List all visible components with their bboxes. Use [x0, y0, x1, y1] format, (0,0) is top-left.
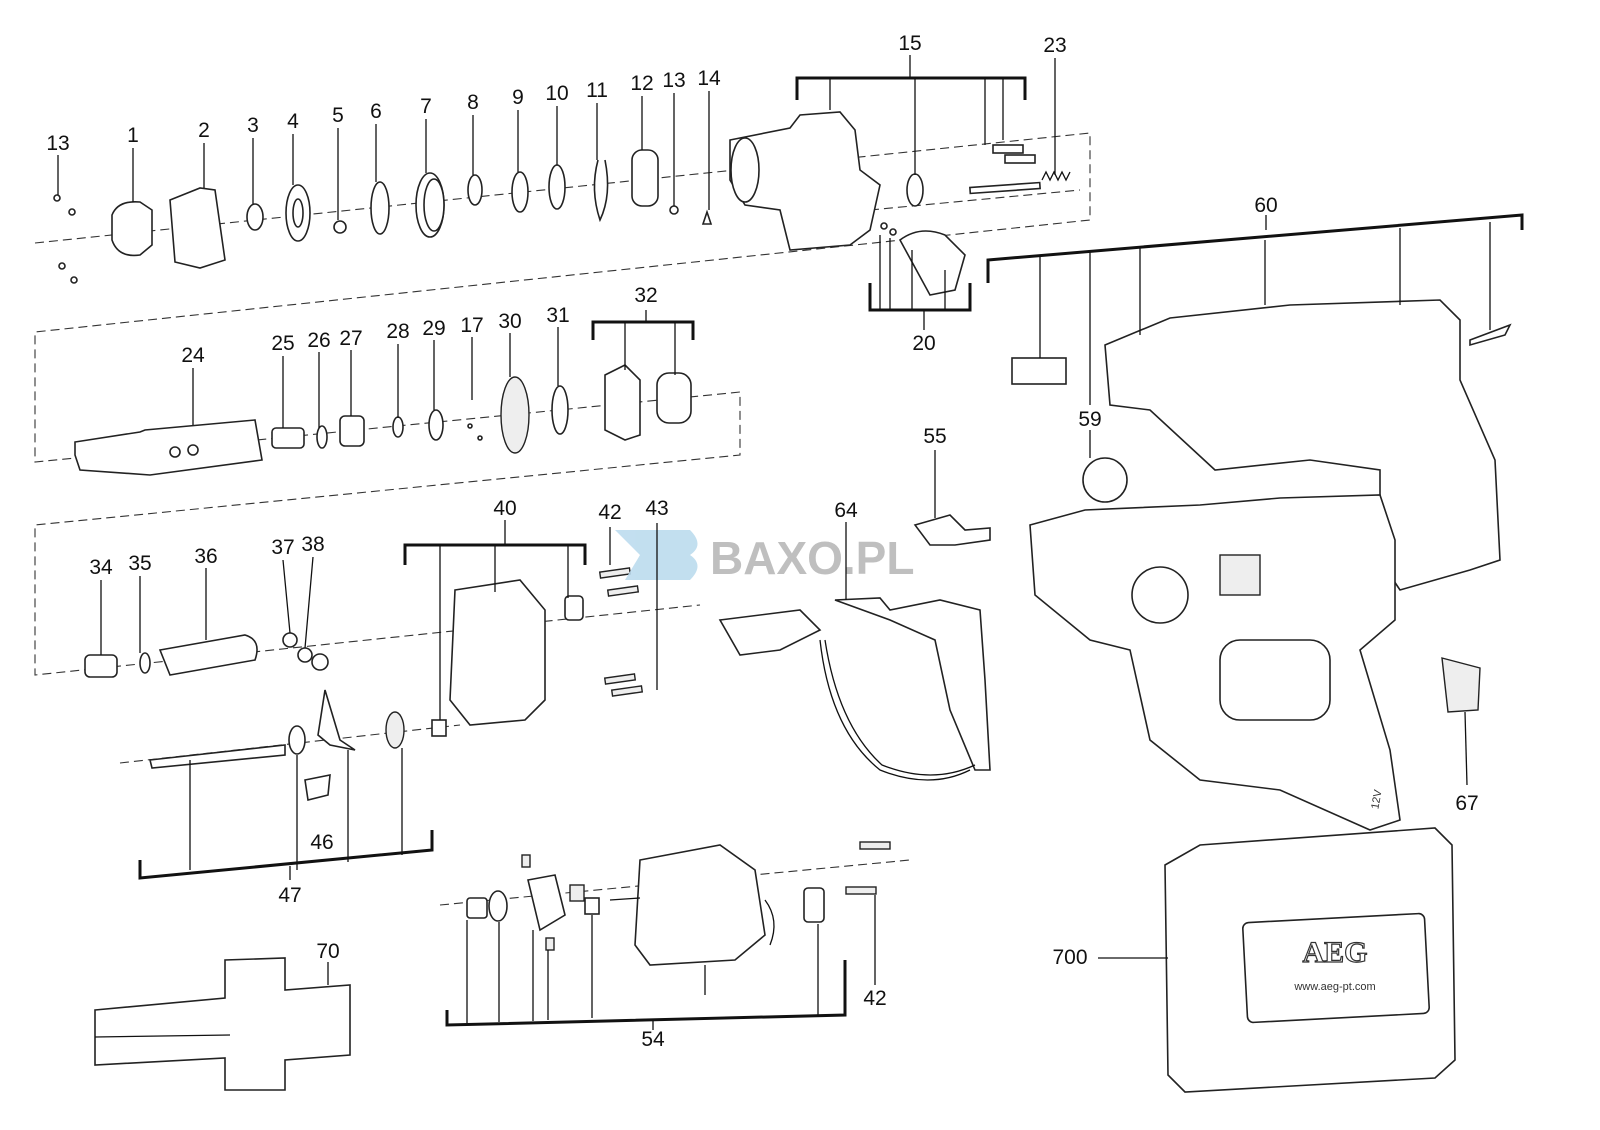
- part-label: 59: [1078, 408, 1101, 431]
- part-label: 4: [287, 110, 299, 133]
- part-label: 29: [422, 317, 445, 340]
- part-label: 15: [898, 32, 921, 55]
- spindle-parts-row-1: [53, 149, 713, 284]
- part-label: 1: [127, 124, 139, 147]
- part-label: 30: [498, 310, 521, 333]
- part-label: 55: [923, 425, 946, 448]
- switch-assembly-64: [718, 514, 991, 781]
- watermark-text: BAXO.PL: [710, 532, 914, 584]
- part-label: 24: [181, 344, 205, 367]
- spindle-70: [94, 957, 351, 1091]
- part-label: 11: [586, 79, 608, 102]
- part-label: 10: [545, 82, 568, 105]
- part-label: 3: [247, 114, 259, 137]
- part-label: 32: [634, 284, 657, 307]
- part-label: 42: [598, 501, 621, 524]
- part-label: 38: [301, 533, 324, 556]
- part-label: 13: [46, 132, 69, 155]
- part-label: 25: [271, 332, 294, 355]
- part-label: 43: [645, 497, 668, 520]
- motor-54: [466, 841, 891, 966]
- part-label: 6: [370, 100, 382, 123]
- part-label: 9: [512, 86, 524, 109]
- part-label: 60: [1254, 194, 1277, 217]
- battery-12v-mark: 12V: [1369, 788, 1384, 810]
- part-label: 36: [194, 545, 217, 568]
- part-label: 67: [1455, 792, 1478, 815]
- part-label: 20: [912, 332, 935, 355]
- baxo-watermark: BAXO.PL: [615, 530, 914, 584]
- part-label: 8: [467, 91, 479, 114]
- part-label: 37: [271, 536, 294, 559]
- part-label: 46: [310, 831, 333, 854]
- part-label: 70: [316, 940, 339, 963]
- part-label: 7: [420, 95, 432, 118]
- part-label: 5: [332, 104, 344, 127]
- part-label: 27: [339, 327, 362, 350]
- part-label: 2: [198, 119, 210, 142]
- leader-lines: [57, 55, 1524, 1030]
- part-label: 31: [546, 304, 569, 327]
- part-label: 14: [697, 67, 721, 90]
- part-label: 54: [641, 1028, 665, 1051]
- part-label: 40: [493, 497, 516, 520]
- part-label: 17: [460, 314, 483, 337]
- part-label: 13: [662, 69, 685, 92]
- spindle-parts-row-3: [84, 567, 644, 801]
- part-label: 42: [863, 987, 886, 1010]
- carry-case-700: AEG www.aeg-pt.com: [1164, 827, 1456, 1093]
- part-label: 12: [630, 72, 653, 95]
- part-label: 35: [128, 552, 151, 575]
- case-url: www.aeg-pt.com: [1293, 981, 1375, 993]
- part-label: 34: [89, 556, 113, 579]
- part-label: 64: [834, 499, 858, 522]
- spindle-parts-row-2: [74, 364, 692, 476]
- part-label: 23: [1043, 34, 1066, 57]
- part-label: 47: [278, 884, 301, 907]
- part-label: 26: [307, 329, 330, 352]
- gearbox-housing-15: [729, 111, 1071, 296]
- part-number-labels: 13 1 2 3 4 5 6 7 8 9 10 11 12 13 14 15 2…: [46, 32, 1478, 1051]
- aeg-logo: AEG: [1302, 936, 1367, 969]
- part-label: 28: [386, 320, 409, 343]
- part-label: 700: [1052, 946, 1087, 969]
- hammer-drill-housing-60: 12V: [1011, 299, 1512, 831]
